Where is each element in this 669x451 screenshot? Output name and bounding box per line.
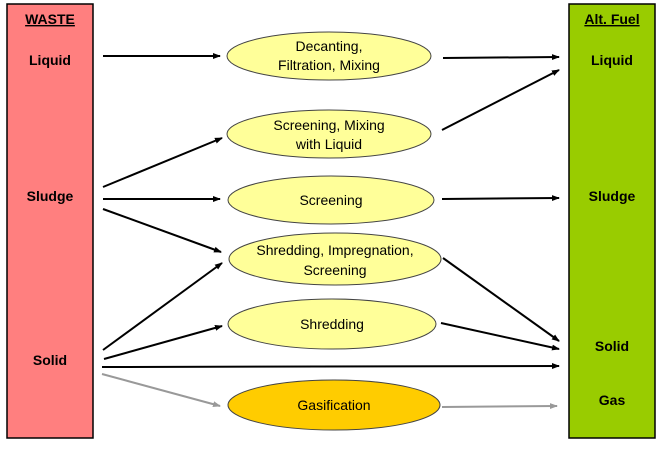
process-decanting: Decanting, Filtration, Mixing	[226, 31, 432, 81]
flow-arrows	[101, 53, 560, 410]
arrow-shredding-impregnation-to-fuel-solid	[442, 257, 560, 342]
alt-fuel-box-background	[568, 3, 656, 439]
fuel-gas-label: Gas	[599, 392, 626, 408]
arrow-waste-sludge-to-shredding-impregnation	[102, 208, 222, 253]
fuel-sludge-label: Sludge	[589, 188, 636, 204]
process-shredding: Shredding	[227, 298, 437, 350]
arrow-waste-solid-to-shredding-impregnation	[102, 262, 223, 351]
process-label-line: Shredding, Impregnation,	[256, 242, 413, 258]
arrow-screening-to-fuel-sludge	[441, 195, 560, 202]
process-ellipse	[227, 379, 441, 431]
process-ellipse	[227, 298, 437, 350]
arrow-waste-solid-to-shredding	[103, 324, 223, 360]
process-ellipse	[227, 175, 435, 225]
process-screening-mixing: Screening, Mixing with Liquid	[226, 109, 432, 159]
alt-fuel-title: Alt. Fuel	[584, 11, 639, 27]
process-label-line: Screening	[303, 262, 366, 278]
arrow-screening-mixing-to-fuel-liquid	[441, 69, 560, 131]
waste-box: WASTE Liquid Sludge Solid	[6, 3, 94, 439]
waste-title: WASTE	[25, 11, 75, 27]
arrow-shredding-to-fuel-solid	[440, 322, 560, 351]
arrow-waste-solid-to-gasification	[101, 373, 221, 408]
process-ellipse	[228, 232, 442, 286]
process-shredding-impregnation: Shredding, Impregnation, Screening	[228, 232, 442, 286]
process-ellipse	[226, 31, 432, 81]
waste-solid-label: Solid	[33, 352, 67, 368]
arrow-gasification-to-fuel-gas	[441, 403, 558, 410]
fuel-solid-label: Solid	[595, 338, 629, 354]
waste-liquid-label: Liquid	[29, 52, 71, 68]
process-label-line: Gasification	[297, 397, 370, 413]
process-label-line: Screening	[299, 192, 362, 208]
process-ellipse	[226, 109, 432, 159]
process-screening: Screening	[227, 175, 435, 225]
waste-sludge-label: Sludge	[27, 188, 74, 204]
process-label-line: Filtration, Mixing	[278, 57, 380, 73]
process-label-line: with Liquid	[295, 136, 362, 152]
arrow-waste-solid-to-fuel-solid	[101, 363, 560, 370]
alt-fuel-box: Alt. Fuel Liquid Sludge Solid Gas	[568, 3, 656, 439]
arrow-decanting-to-fuel-liquid	[442, 54, 560, 61]
fuel-liquid-label: Liquid	[591, 52, 633, 68]
process-gasification: Gasification	[227, 379, 441, 431]
process-label-line: Shredding	[300, 316, 364, 332]
arrow-waste-sludge-to-screening-mixing	[102, 137, 223, 188]
waste-box-background	[6, 3, 94, 439]
process-label-line: Decanting,	[296, 38, 363, 54]
process-label-line: Screening, Mixing	[273, 117, 384, 133]
